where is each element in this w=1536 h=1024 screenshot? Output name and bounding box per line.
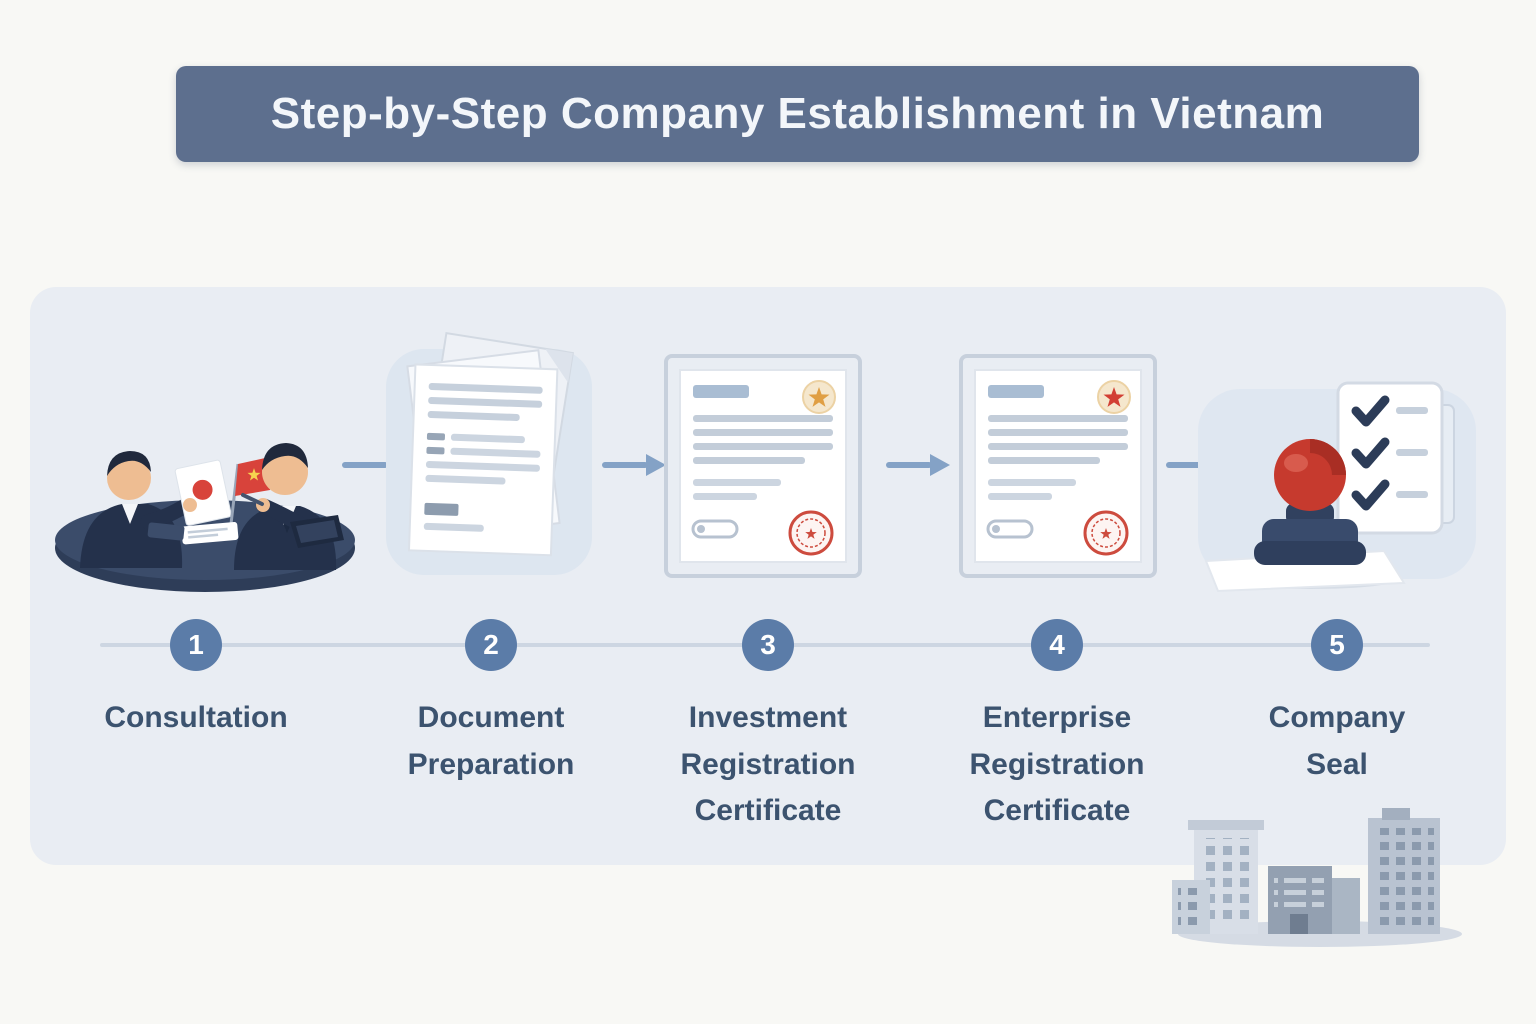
step-1-number: 1 [188, 629, 204, 660]
step-5-label: Company Seal [1268, 701, 1406, 781]
documents-icon [386, 331, 592, 575]
buildings-icon [1172, 808, 1462, 947]
step-4-label: Enterprise Registration Certificate [969, 701, 1145, 827]
process-panel: 1 2 3 4 5 Consultation Document Preparat… [30, 287, 1506, 865]
step-3-number: 3 [760, 629, 776, 660]
consultation-illustration [52, 372, 358, 594]
company-seal-illustration [1198, 375, 1476, 603]
step-4-number-badge: 4 [1031, 619, 1083, 671]
page-title: Step-by-Step Company Establishment in Vi… [270, 89, 1325, 138]
step-3-number-badge: 3 [742, 619, 794, 671]
step-3-label: Investment Registration Certificate [680, 701, 856, 827]
step-5-number-badge: 5 [1311, 619, 1363, 671]
city-buildings-illustration [1172, 782, 1468, 950]
certificate-icon [664, 354, 862, 578]
right-arrow-icon [602, 453, 666, 477]
consultation-icon [55, 443, 355, 592]
step-2-number: 2 [483, 629, 499, 660]
step-1-number-badge: 1 [170, 619, 222, 671]
stamp-icon [1198, 381, 1476, 593]
step-4-number: 4 [1049, 629, 1065, 660]
certificate-icon [959, 354, 1157, 578]
step-2-number-badge: 2 [465, 619, 517, 671]
right-arrow-icon [886, 453, 950, 477]
document-stack-illustration [380, 315, 598, 587]
title-banner: Step-by-Step Company Establishment in Vi… [176, 66, 1419, 162]
step-5-number: 5 [1329, 629, 1345, 660]
step-1-label: Consultation [104, 701, 288, 734]
enterprise-certificate-illustration [958, 353, 1158, 579]
investment-certificate-illustration [663, 353, 863, 579]
step-2-label: Document Preparation [407, 701, 575, 781]
